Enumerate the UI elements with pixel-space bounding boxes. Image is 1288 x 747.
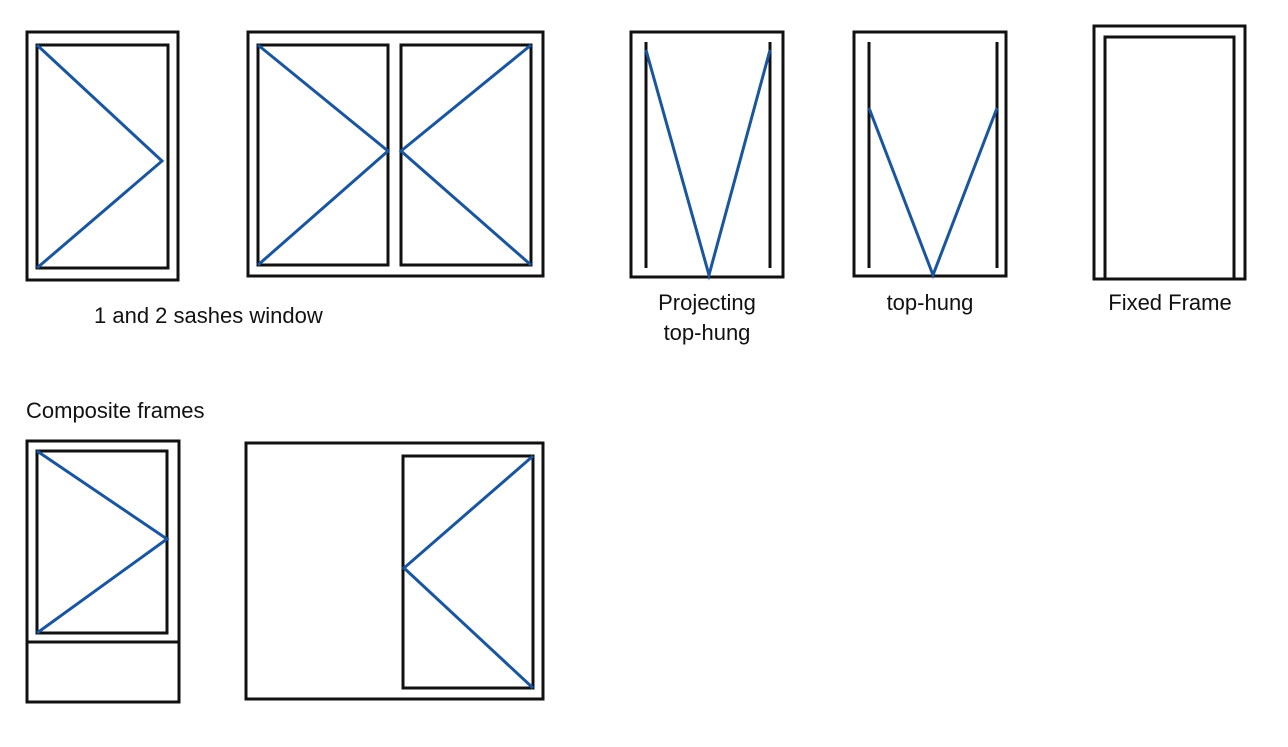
top-hung-indicator	[867, 107, 999, 280]
composite-frame-two	[244, 441, 545, 701]
label-top-hung: top-hung	[886, 290, 974, 315]
projecting-top-hung-indicator	[644, 49, 772, 281]
composite-two-indicator	[401, 454, 535, 690]
two-sash-left-indicator	[257, 43, 391, 267]
fixed-frame-outer	[1092, 24, 1247, 281]
label-composite-frames: Composite frames	[26, 398, 205, 423]
fixed-frame-inner	[1103, 35, 1236, 279]
label-projecting-top-hung-line1: Projecting	[658, 290, 756, 315]
composite-one-outer-frame	[25, 439, 181, 704]
composite-one-sash	[35, 449, 169, 635]
composite-two-outer-frame	[244, 441, 545, 701]
one-sash-inner-sash	[35, 43, 170, 270]
top-hung-window	[852, 30, 1008, 280]
top-hung-frame	[852, 30, 1008, 278]
two-sash-outer-frame	[246, 30, 545, 278]
label-sashes-window: 1 and 2 sashes window	[94, 303, 323, 328]
projecting-top-hung-window	[629, 30, 785, 281]
composite-frame-one	[25, 439, 181, 704]
one-sash-window	[25, 30, 180, 282]
two-sash-left-sash	[256, 43, 390, 267]
one-sash-opening-indicator	[35, 43, 165, 270]
fixed-frame-window	[1092, 24, 1247, 281]
label-fixed-frame: Fixed Frame	[1108, 290, 1232, 315]
label-projecting-top-hung: Projecting top-hung	[627, 288, 787, 348]
two-sash-right-sash	[399, 43, 533, 267]
label-projecting-top-hung-line2: top-hung	[663, 320, 751, 345]
projecting-top-hung-frame	[629, 30, 785, 279]
two-sash-right-indicator	[398, 43, 532, 267]
composite-two-sash	[401, 454, 535, 690]
one-sash-outer-frame	[25, 30, 180, 282]
two-sash-window	[246, 30, 545, 278]
composite-one-indicator	[36, 449, 170, 635]
